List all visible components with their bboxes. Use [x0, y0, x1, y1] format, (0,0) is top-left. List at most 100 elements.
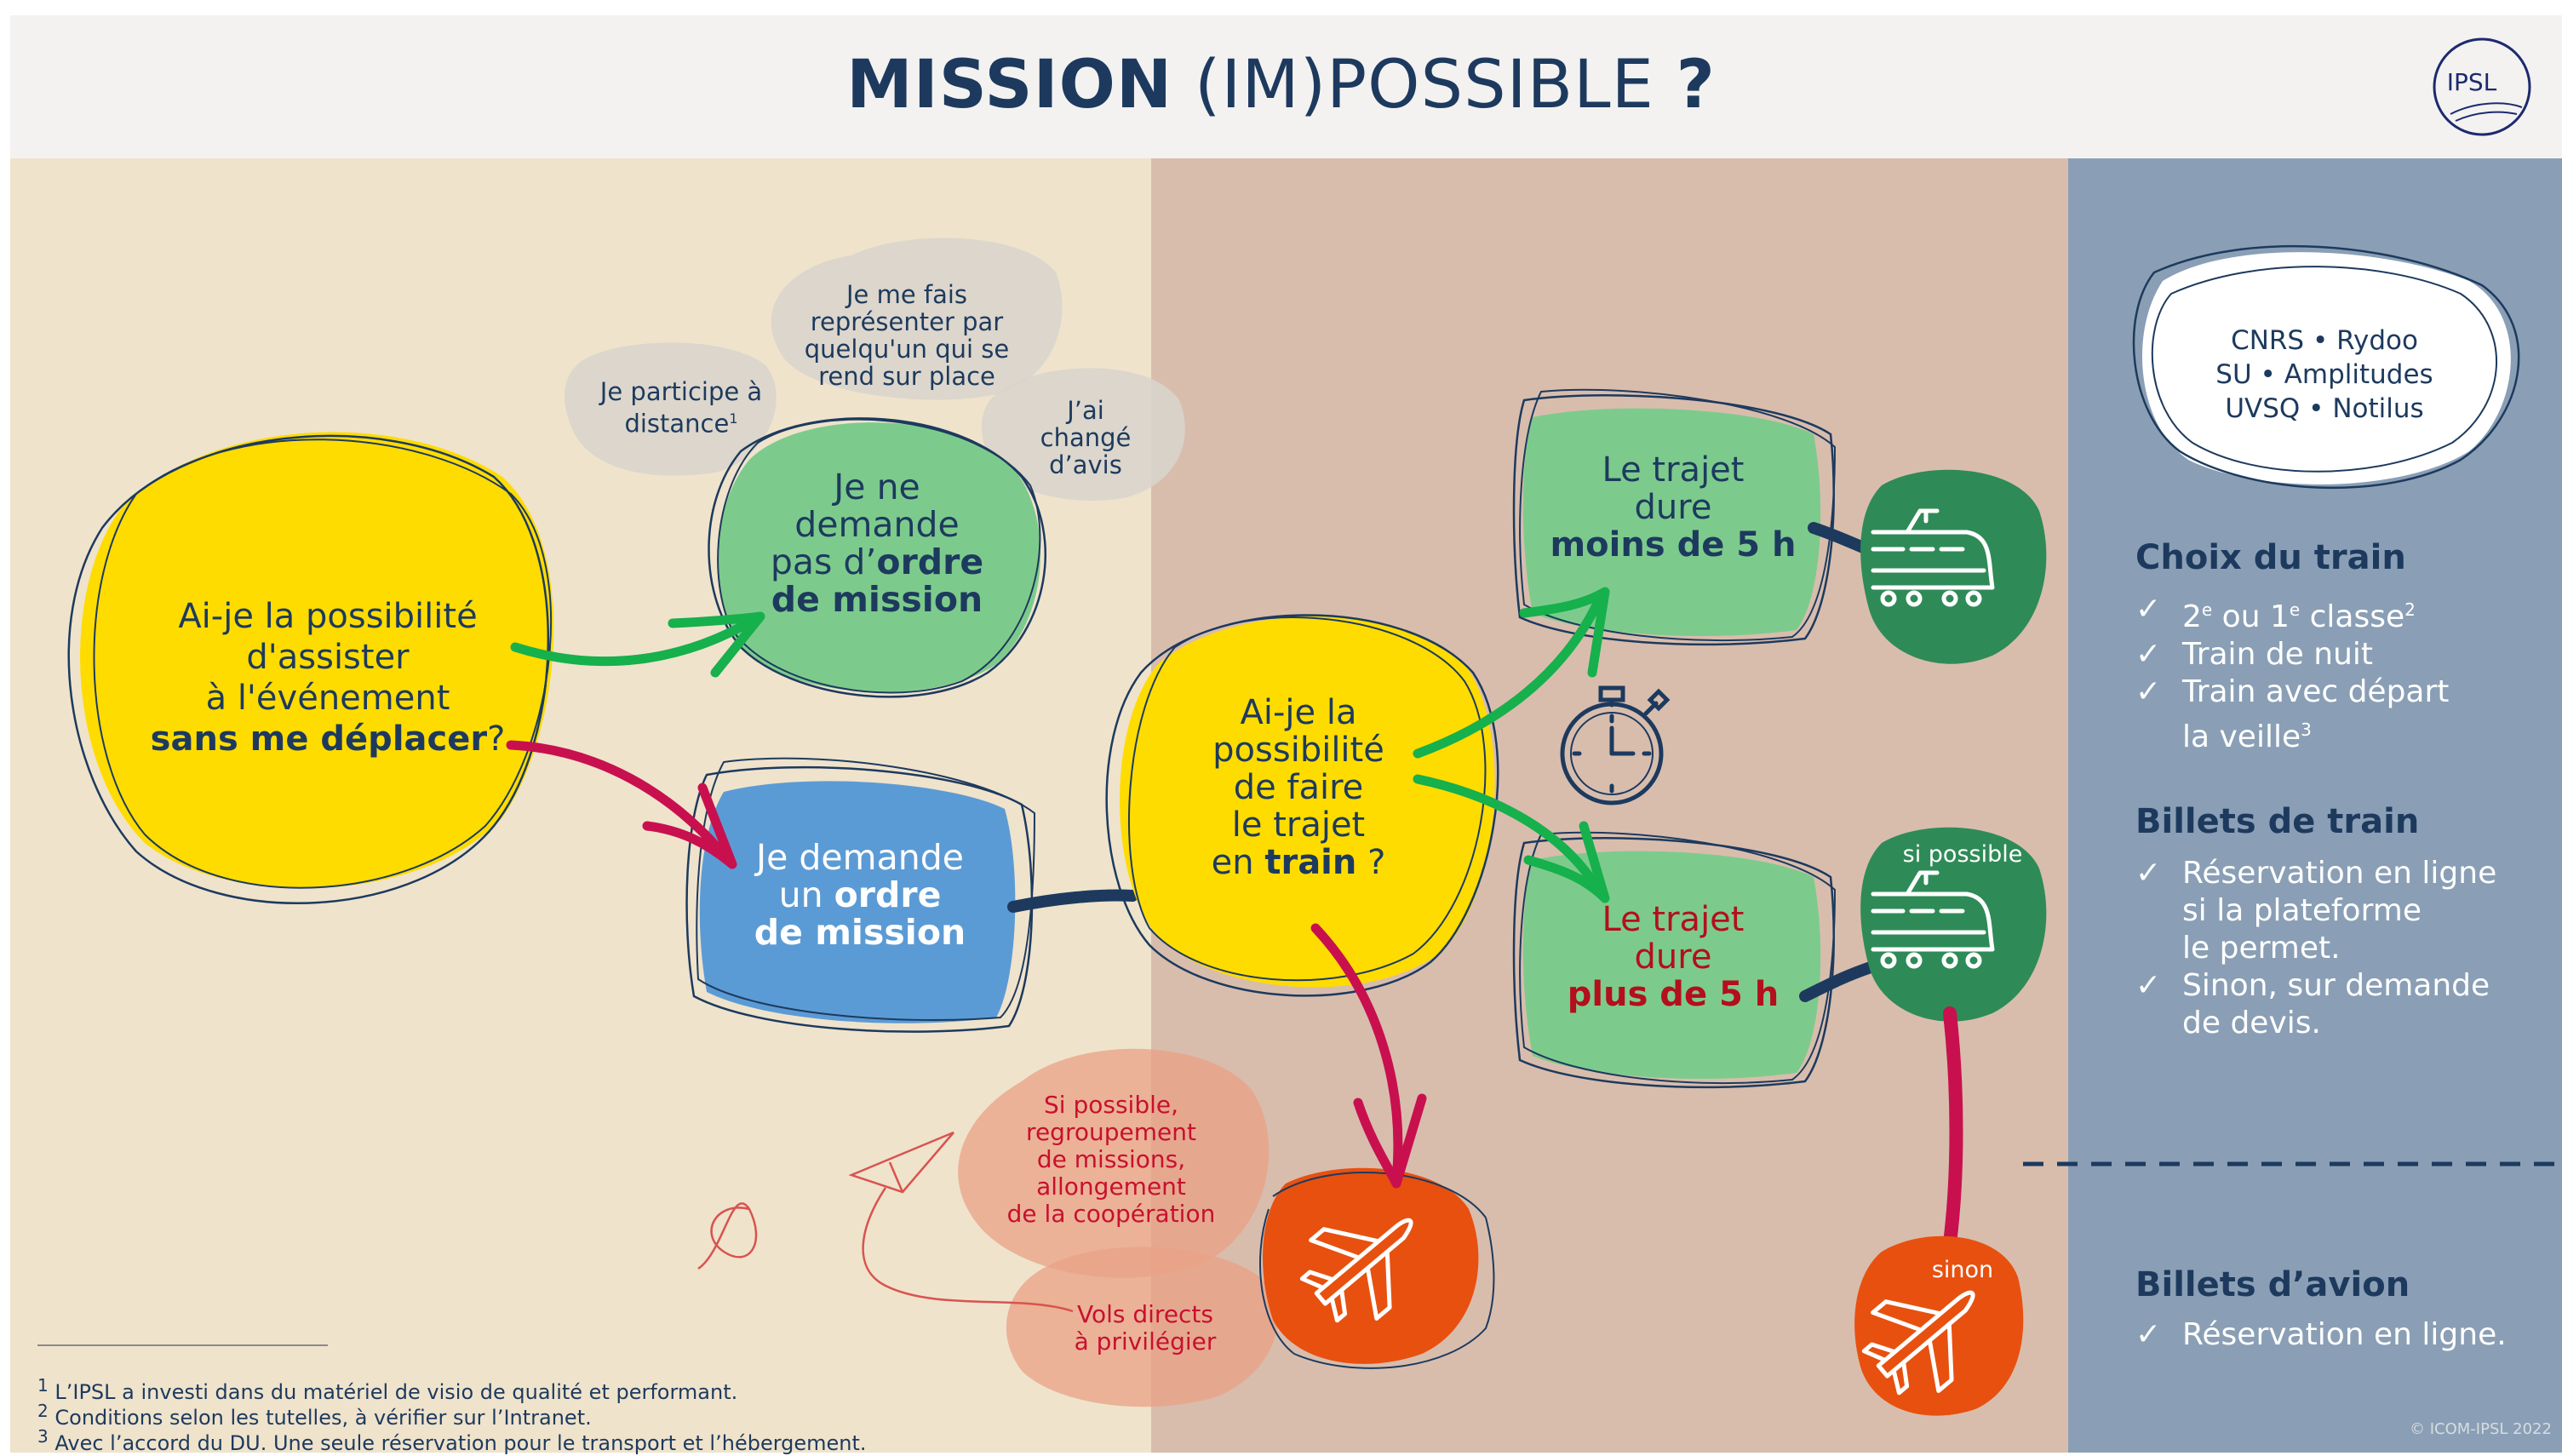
cloud-represent-bg	[771, 238, 1063, 400]
distance-line1: Je participe à	[599, 377, 763, 406]
train-icon	[1871, 508, 1995, 607]
tag-sinon: sinon	[1931, 1257, 1994, 1283]
regroup-line5: de la coopération	[1006, 1200, 1216, 1228]
plane-online: Réservation en ligne.	[2182, 1317, 2507, 1352]
cloud-regroup-text: Si possible, regroupement de missions, a…	[979, 1092, 1243, 1228]
nomission-line4-bold: de mission	[771, 579, 983, 620]
cloud-regroup-bg	[958, 1048, 1270, 1278]
header-bar	[10, 15, 2562, 158]
distance-line2: distance	[624, 409, 730, 439]
represent-line2: représenter par	[810, 307, 1004, 336]
nomission-line3-bold: ordre	[876, 542, 984, 582]
change-line2: changé	[1040, 423, 1132, 452]
quote-l2: de devis.	[2182, 1006, 2321, 1040]
class-sup-1: e	[2201, 599, 2213, 620]
q2-line5-mark: ?	[1356, 843, 1386, 882]
page-title: MISSION (IM)POSSIBLE ?	[0, 0, 2562, 170]
arrowhead-q2-to-more5	[1523, 821, 1610, 903]
ipsl-logo	[2433, 37, 2531, 136]
tools-list: CNRS • Rydoo SU • Amplitudes UVSQ • Noti…	[2215, 325, 2433, 424]
cloud-represent-text: Je me fais représenter par quelqu'un qui…	[783, 281, 1030, 390]
footnote-2: 2 Conditions selon les tutelles, à vérif…	[37, 1398, 592, 1430]
check-icon: ✓	[2135, 856, 2162, 891]
class-mid: ou 1	[2212, 599, 2290, 634]
distance-sup: 1	[729, 410, 738, 427]
title-paren: (IM)POSSIBLE	[1194, 47, 1654, 123]
more5-line3-bold: plus de 5 h	[1567, 975, 1780, 1014]
cloud-direct-text: Vols directs à privilégier	[1039, 1301, 1252, 1356]
less5-line1: Le trajet	[1602, 450, 1745, 490]
footnote-num: 1	[37, 1375, 49, 1396]
more5-text: Le trajet dure plus de 5 h	[1533, 901, 1814, 1013]
check-icon: ✓	[2135, 592, 2162, 627]
question2-text: Ai-je la possibilité de faire le trajet …	[1184, 694, 1413, 881]
train-icon	[1871, 870, 1995, 969]
list-item: ✓2e ou 1e classe2	[2135, 591, 2449, 636]
paper-plane-icon	[697, 1131, 1074, 1313]
train-choice-title: Choix du train	[2135, 538, 2406, 577]
arrow-q1-to-nomission	[510, 612, 763, 667]
train-choice-list: ✓2e ou 1e classe2 ✓Train de nuit ✓Train …	[2135, 591, 2449, 756]
q1-line2: d'assister	[246, 638, 410, 677]
online-l3: le permet.	[2182, 931, 2341, 966]
footnote-text: Avec l’accord du DU. Une seule réservati…	[54, 1431, 867, 1455]
plane-tickets-list: ✓ Réservation en ligne.	[2135, 1316, 2507, 1354]
arrow-q2-to-plane	[1310, 923, 1403, 1184]
title-bold: MISSION	[846, 47, 1173, 123]
train-tickets-title: Billets de train	[2135, 802, 2420, 841]
cloud-change-text: J’ai changé d’avis	[1000, 397, 1171, 479]
change-line1: J’ai	[1067, 396, 1104, 425]
connector-ask-to-q2	[1007, 889, 1138, 913]
question2-shape	[1105, 614, 1499, 997]
q2-line2: possibilité	[1212, 731, 1384, 770]
nomission-line2: demande	[794, 504, 960, 545]
represent-line1: Je me fais	[845, 280, 968, 309]
check-icon: ✓	[2135, 968, 2162, 1003]
early-train-l1: Train avec départ	[2182, 674, 2450, 709]
q2-line3: de faire	[1233, 768, 1364, 807]
tool-amplitudes: Amplitudes	[2284, 359, 2433, 390]
arrowhead-q2-to-plane	[1353, 1093, 1427, 1189]
footnote-text: L’IPSL a investi dans du matériel de vis…	[54, 1380, 738, 1404]
early-train-l2: la veille	[2182, 719, 2301, 754]
regroup-line4: allongement	[1036, 1172, 1186, 1201]
cloud-distance-text: Je participe à distance1	[579, 378, 783, 438]
more5-line1: Le trajet	[1602, 900, 1745, 939]
class-sup-2: e	[2289, 599, 2301, 620]
footnote-1: 1 L’IPSL a investi dans du matériel de v…	[37, 1373, 737, 1405]
class-note: 2	[2404, 599, 2416, 620]
less5-line3-bold: moins de 5 h	[1550, 525, 1797, 565]
arrow-q2-to-less5	[1413, 591, 1606, 759]
regroup-line2: regroupement	[1026, 1118, 1196, 1146]
tool-notilus: Notilus	[2332, 393, 2424, 424]
list-item: ✓ Réservation en ligne.	[2135, 1316, 2507, 1354]
early-train-note: 3	[2301, 719, 2312, 740]
check-icon: ✓	[2135, 1317, 2162, 1352]
quote-l1: Sinon, sur demande	[2182, 968, 2490, 1003]
ask-line2-bold: ordre	[834, 874, 942, 915]
tool-su: SU	[2215, 359, 2252, 390]
plane-tickets-title: Billets d’avion	[2135, 1265, 2410, 1304]
no-mission-text: Je ne demande pas d’ordre de mission	[749, 468, 1005, 618]
ask-line1: Je demande	[756, 837, 964, 878]
check-icon: ✓	[2135, 637, 2162, 672]
arrow-q2-to-more5	[1413, 774, 1606, 899]
arrow-q1-to-ask	[506, 740, 733, 865]
logo-text: IPSL	[2446, 68, 2497, 96]
ask-mission-shape	[685, 757, 1036, 1033]
regroup-line1: Si possible,	[1044, 1091, 1178, 1119]
no-mission-shape	[708, 417, 1046, 698]
cloud-direct-bg	[1006, 1247, 1278, 1407]
class-post: classe	[2300, 599, 2405, 634]
train-badge-1	[1860, 469, 2047, 664]
less5-shape	[1512, 388, 1837, 646]
online-l1: Réservation en ligne	[2182, 856, 2497, 891]
q2-line1: Ai-je la	[1240, 693, 1357, 732]
tool-rydoo: Rydoo	[2336, 325, 2418, 356]
title-mark: ?	[1676, 47, 1716, 123]
